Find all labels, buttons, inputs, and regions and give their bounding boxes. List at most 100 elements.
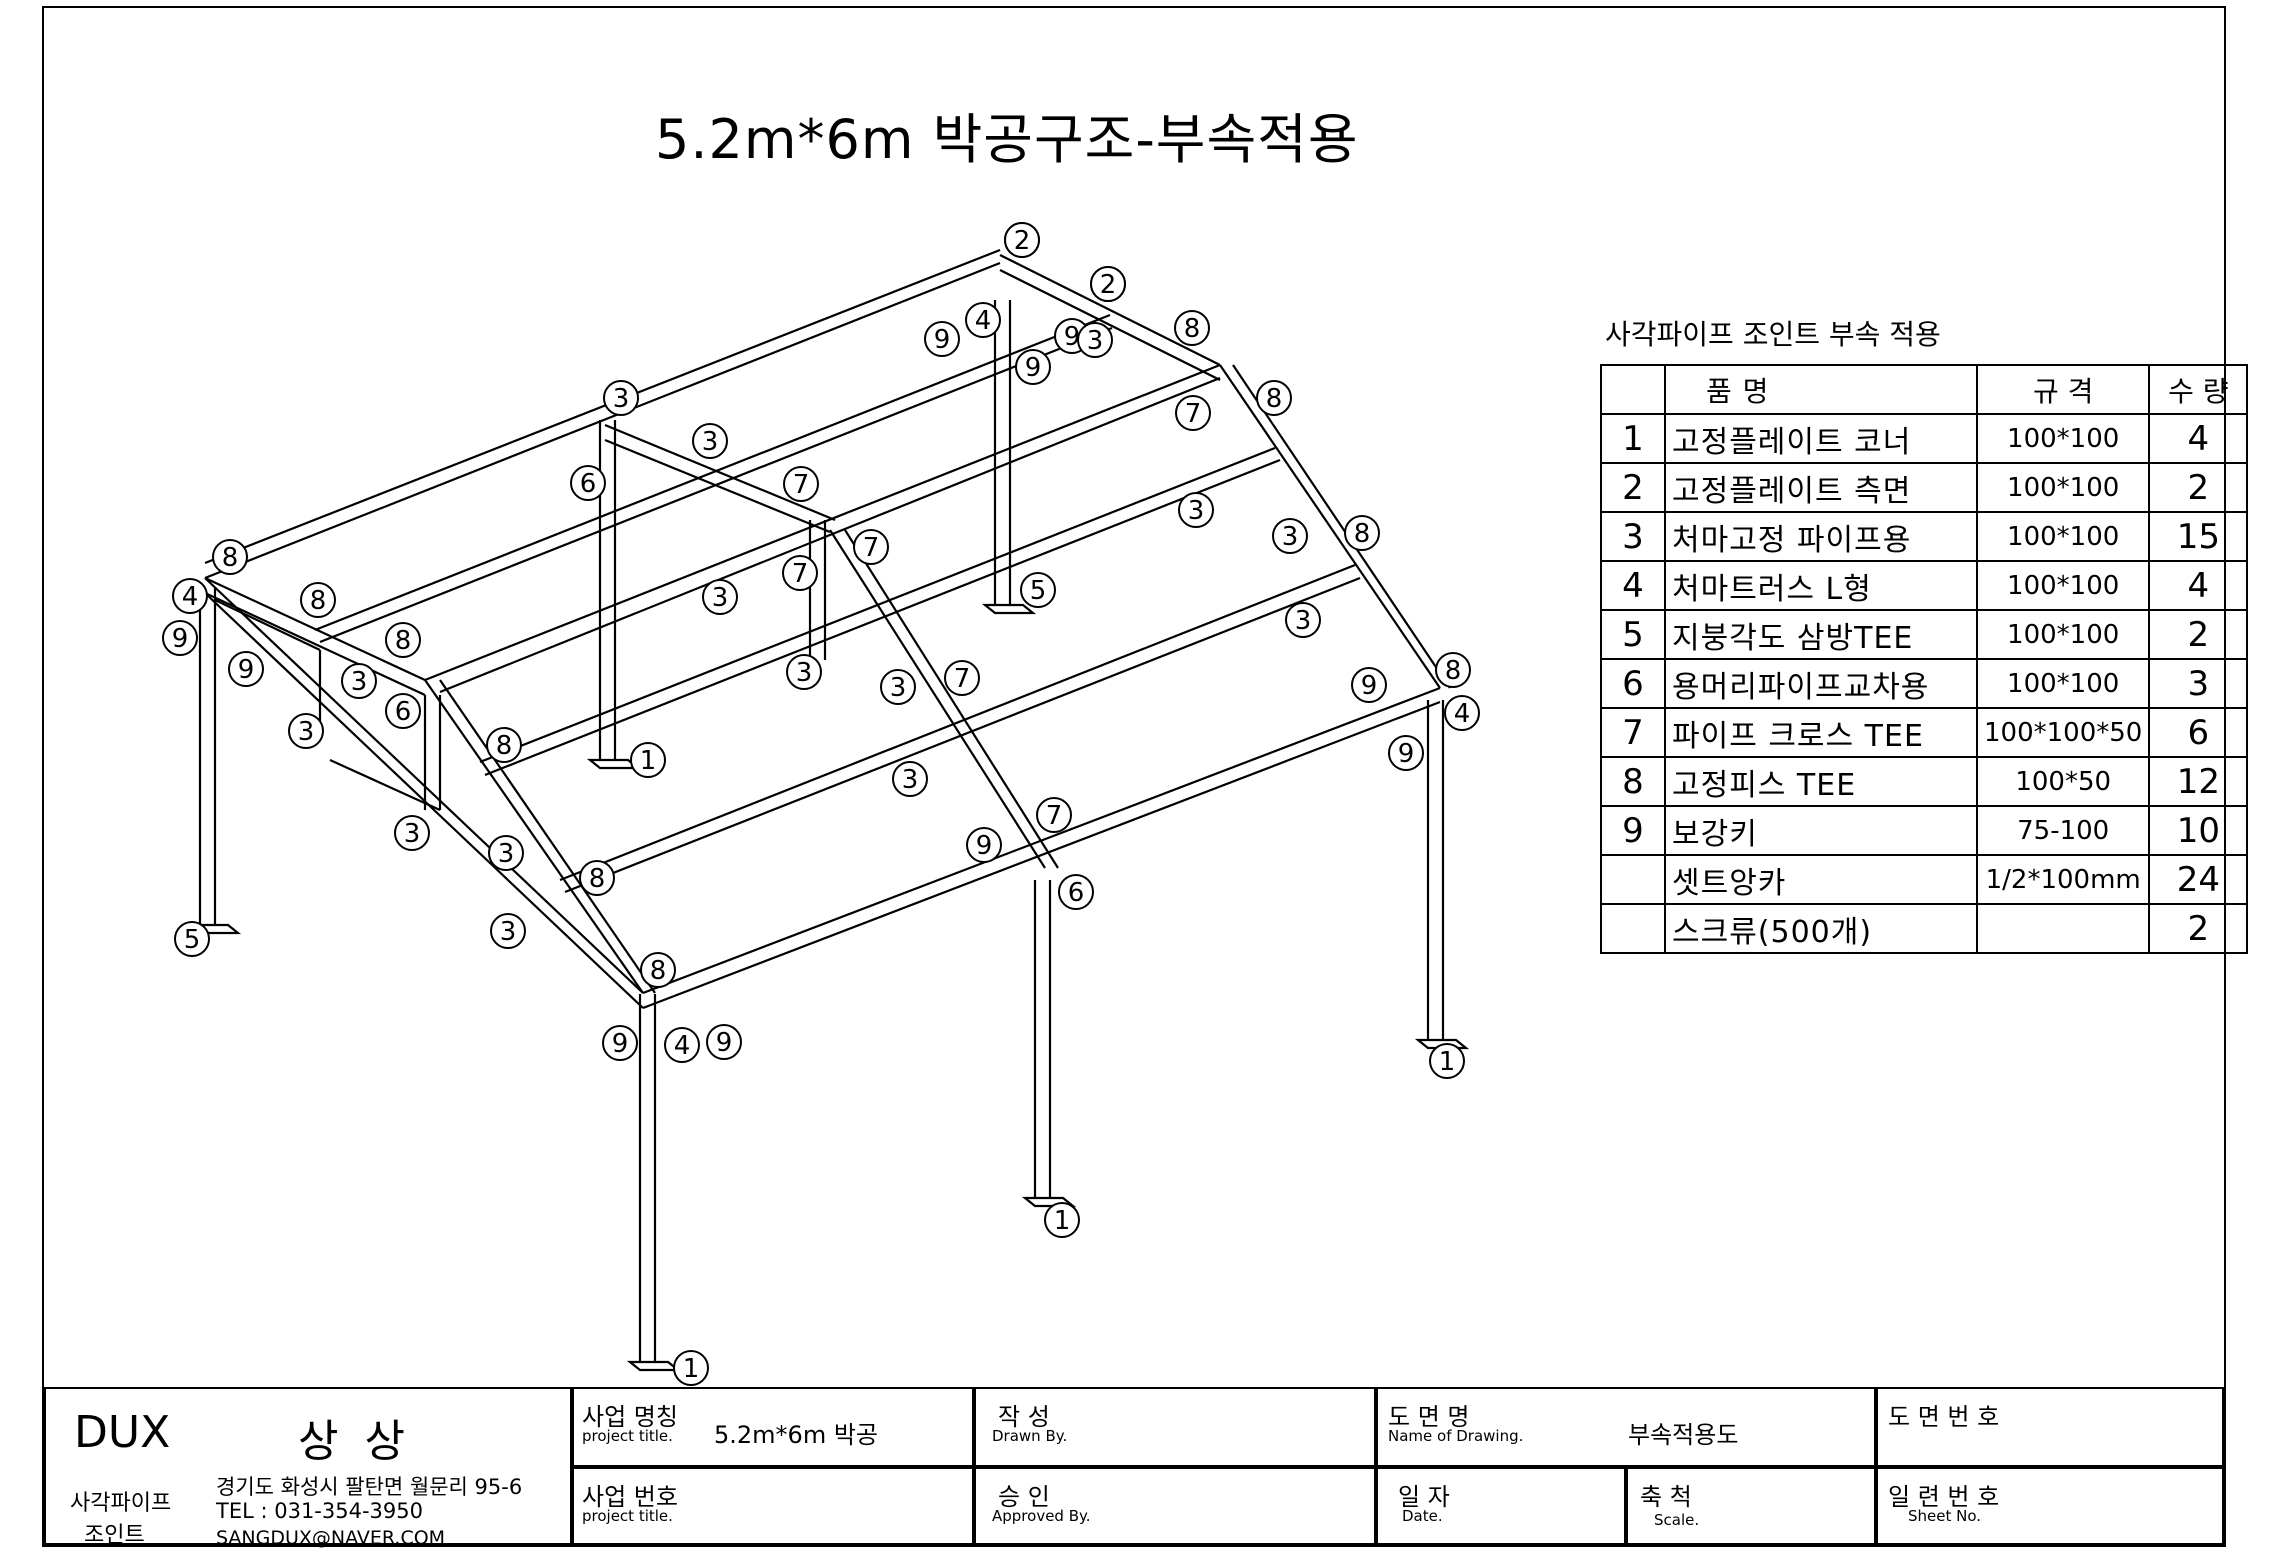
scale-label: 축 척 <box>1640 1483 1692 1511</box>
callout-2: 2 <box>1004 222 1040 258</box>
callout-number: 1 <box>1054 1206 1071 1236</box>
bom-title: 사각파이프 조인트 부속 적용 <box>1605 318 1941 351</box>
date-label: 일 자 <box>1398 1483 1450 1511</box>
callout-3: 3 <box>1178 492 1214 528</box>
bom-row-name: 지붕각도 삼방TEE <box>1664 609 1978 660</box>
bom-row-spec: 1/2*100mm <box>1975 854 2151 905</box>
callout-8: 8 <box>1256 380 1292 416</box>
callout-7: 7 <box>1175 395 1211 431</box>
callout-number: 5 <box>184 925 201 955</box>
callout-number: 8 <box>1266 384 1283 414</box>
callout-9: 9 <box>1015 349 1051 385</box>
bom-row-no: 6 <box>1600 658 1666 709</box>
callout-number: 2 <box>1100 270 1117 300</box>
bom-row-no: 1 <box>1600 413 1666 464</box>
bom-row-no <box>1600 854 1666 905</box>
callout-5: 5 <box>174 921 210 957</box>
callout-number: 8 <box>222 543 239 573</box>
callout-8: 8 <box>1435 652 1471 688</box>
bom-row-name: 처마트러스 L형 <box>1664 560 1978 611</box>
callout-number: 7 <box>1185 399 1202 429</box>
bom-row-spec: 100*100 <box>1975 511 2151 562</box>
drawn-by-label: 작 성 <box>998 1403 1050 1431</box>
sheet-no-label: 일 련 번 호 <box>1888 1483 2000 1511</box>
callout-number: 4 <box>674 1031 691 1061</box>
bom-row-qty: 4 <box>2148 413 2249 464</box>
callout-1: 1 <box>630 742 666 778</box>
bom-row-spec: 100*100 <box>1975 413 2151 464</box>
callout-number: 3 <box>712 583 729 613</box>
bom-header-qty: 수 량 <box>2148 364 2249 415</box>
date-cell: 일 자 Date. <box>1376 1467 1626 1545</box>
drawing-no-label: 도 면 번 호 <box>1888 1403 2000 1431</box>
callout-number: 6 <box>580 469 597 499</box>
company-name: 상 상 <box>298 1416 411 1467</box>
bom-row-qty: 6 <box>2148 707 2249 758</box>
bom-row-name: 셋트앙카 <box>1664 854 1978 905</box>
callout-1: 1 <box>673 1350 709 1386</box>
project-name-sub: project title. <box>582 1427 673 1445</box>
callout-number: 6 <box>395 697 412 727</box>
drawing-name-label: 도 면 명 <box>1388 1403 1470 1431</box>
project-no-cell: 사업 번호 project title. <box>572 1467 974 1545</box>
callout-number: 3 <box>890 673 907 703</box>
sheet-no-sub: Sheet No. <box>1908 1507 1982 1525</box>
bom-row-no: 5 <box>1600 609 1666 660</box>
company-cell: DUX 상 상 사각파이프 조인트 경기도 화성시 팔탄면 월문리 95-6 T… <box>44 1387 572 1549</box>
bom-row-name: 고정플레이트 코너 <box>1664 413 1978 464</box>
callout-number: 8 <box>1354 519 1371 549</box>
bom-row-no <box>1600 903 1666 954</box>
callout-6: 6 <box>385 693 421 729</box>
bom-row-name: 파이프 크로스 TEE <box>1664 707 1978 758</box>
bom-row-qty: 2 <box>2148 462 2249 513</box>
callout-number: 8 <box>1445 656 1462 686</box>
drawing-no-cell: 도 면 번 호 <box>1876 1387 2224 1467</box>
callout-number: 6 <box>1068 878 1085 908</box>
callout-number: 7 <box>954 664 971 694</box>
callout-number: 3 <box>796 658 813 688</box>
drawing-name-value: 부속적용도 <box>1628 1421 1739 1449</box>
scale-sub: Scale. <box>1654 1511 1700 1529</box>
callout-5: 5 <box>1020 572 1056 608</box>
callout-8: 8 <box>300 582 336 618</box>
callout-3: 3 <box>288 713 324 749</box>
callout-number: 8 <box>496 731 513 761</box>
company-address: 경기도 화성시 팔탄면 월문리 95-6 <box>216 1475 523 1499</box>
bom-row-qty: 4 <box>2148 560 2249 611</box>
bom-row-spec: 100*100 <box>1975 609 2151 660</box>
project-no-label: 사업 번호 <box>582 1483 678 1511</box>
bom-header-name: 품 명 <box>1664 364 1978 415</box>
callout-3: 3 <box>488 835 524 871</box>
company-tel: TEL : 031-354-3950 <box>216 1499 423 1523</box>
callout-6: 6 <box>570 465 606 501</box>
callout-number: 7 <box>793 470 810 500</box>
callout-3: 3 <box>692 423 728 459</box>
callout-number: 3 <box>298 717 315 747</box>
callout-number: 1 <box>640 746 657 776</box>
callout-9: 9 <box>1351 667 1387 703</box>
callout-3: 3 <box>341 663 377 699</box>
callout-7: 7 <box>1036 797 1072 833</box>
project-name-label: 사업 명칭 <box>582 1403 678 1431</box>
callout-3: 3 <box>603 380 639 416</box>
callout-6: 6 <box>1058 874 1094 910</box>
bom-row-qty: 2 <box>2148 609 2249 660</box>
callout-3: 3 <box>1077 322 1113 358</box>
callout-number: 3 <box>1282 522 1299 552</box>
callout-number: 9 <box>612 1029 629 1059</box>
callout-9: 9 <box>228 651 264 687</box>
callout-3: 3 <box>892 761 928 797</box>
callout-number: 4 <box>182 582 199 612</box>
callout-number: 3 <box>498 839 515 869</box>
callout-number: 9 <box>238 655 255 685</box>
bom-header-no <box>1600 364 1666 415</box>
bom-row-no: 3 <box>1600 511 1666 562</box>
callout-number: 7 <box>863 533 880 563</box>
